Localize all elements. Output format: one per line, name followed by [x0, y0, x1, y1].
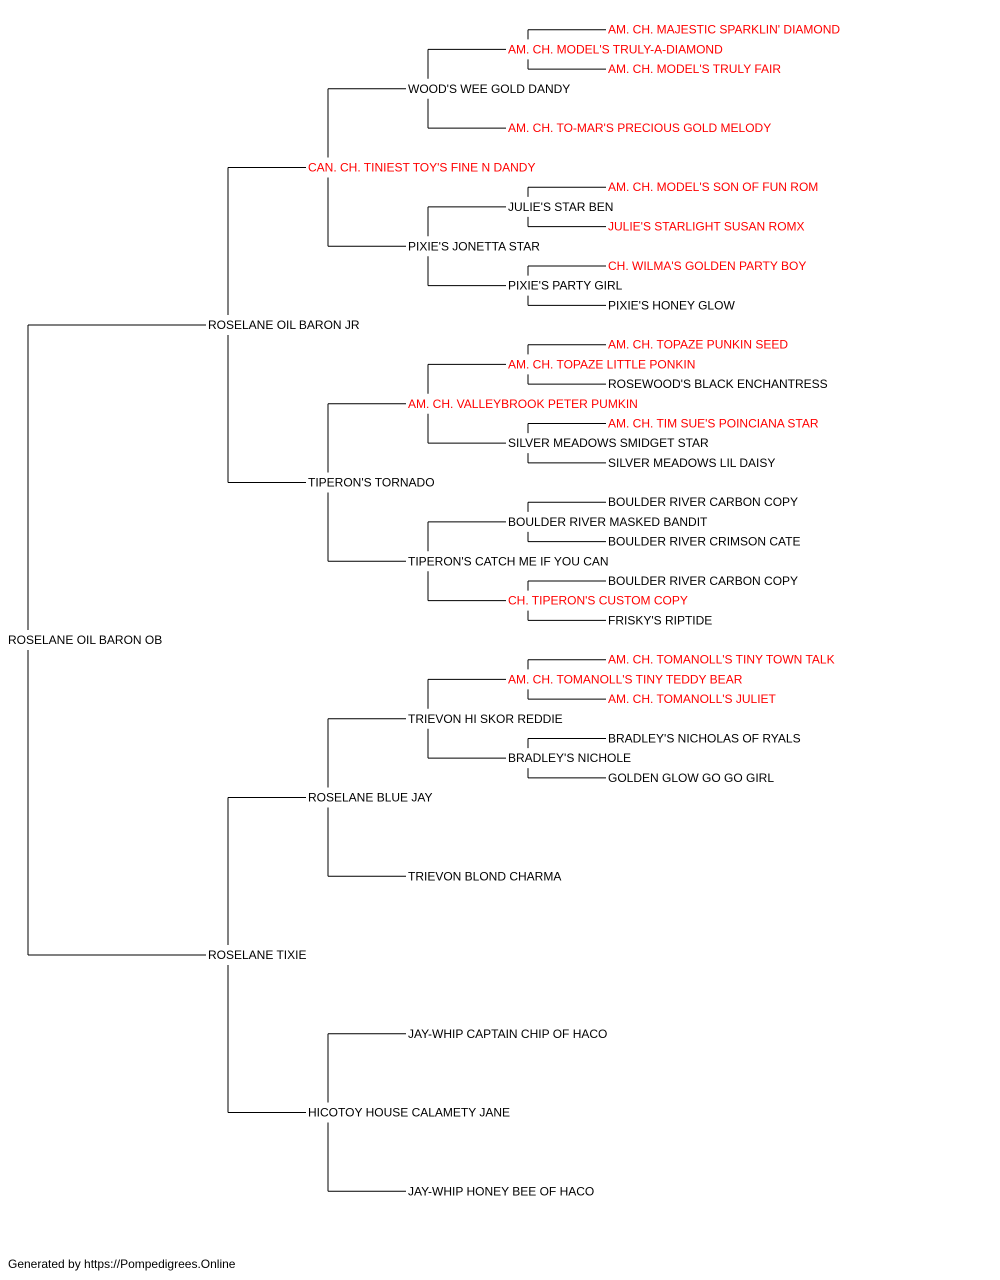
ancestor-gen-4[interactable]: BRADLEY'S NICHOLE — [508, 751, 631, 765]
champion-ancestor-gen-5[interactable]: AM. CH. MAJESTIC SPARKLIN' DIAMOND — [608, 23, 840, 37]
ancestor-gen-3[interactable]: JAY-WHIP HONEY BEE OF HACO — [408, 1184, 594, 1198]
ancestor-gen-5[interactable]: FRISKY'S RIPTIDE — [608, 613, 712, 627]
champion-ancestor-gen-5[interactable]: AM. CH. TOMANOLL'S JULIET — [608, 692, 777, 706]
ancestor-gen-5[interactable]: BOULDER RIVER CRIMSON CATE — [608, 535, 800, 549]
champion-ancestor-gen-4[interactable]: AM. CH. TO-MAR'S PRECIOUS GOLD MELODY — [508, 121, 771, 135]
ancestor-gen-2[interactable]: ROSELANE BLUE JAY — [308, 791, 433, 805]
champion-ancestor-gen-4[interactable]: AM. CH. TOPAZE LITTLE PONKIN — [508, 357, 695, 371]
champion-ancestor-gen-4[interactable]: CH. TIPERON'S CUSTOM COPY — [508, 594, 688, 608]
ancestor-gen-5[interactable]: GOLDEN GLOW GO GO GIRL — [608, 771, 774, 785]
ancestor-gen-3[interactable]: TIPERON'S CATCH ME IF YOU CAN — [408, 554, 609, 568]
ancestor-gen-4[interactable]: JULIE'S STAR BEN — [508, 200, 613, 214]
champion-ancestor-gen-2[interactable]: CAN. CH. TINIEST TOY'S FINE N DANDY — [308, 161, 535, 175]
champion-ancestor-gen-5[interactable]: AM. CH. TOPAZE PUNKIN SEED — [608, 338, 788, 352]
ancestor-gen-3[interactable]: PIXIE'S JONETTA STAR — [408, 239, 540, 253]
ancestor-gen-5[interactable]: BOULDER RIVER CARBON COPY — [608, 574, 798, 588]
ancestor-gen-1[interactable]: ROSELANE OIL BARON JR — [208, 318, 360, 332]
ancestor-gen-3[interactable]: TRIEVON BLOND CHARMA — [408, 869, 561, 883]
ancestor-gen-5[interactable]: BOULDER RIVER CARBON COPY — [608, 495, 798, 509]
ancestor-gen-4[interactable]: SILVER MEADOWS SMIDGET STAR — [508, 436, 709, 450]
ancestor-gen-3[interactable]: JAY-WHIP CAPTAIN CHIP OF HACO — [408, 1027, 607, 1041]
ancestor-gen-3[interactable]: TRIEVON HI SKOR REDDIE — [408, 712, 563, 726]
champion-ancestor-gen-5[interactable]: JULIE'S STARLIGHT SUSAN ROMX — [608, 220, 805, 234]
ancestor-gen-1[interactable]: ROSELANE TIXIE — [208, 948, 306, 962]
champion-ancestor-gen-5[interactable]: CH. WILMA'S GOLDEN PARTY BOY — [608, 259, 806, 273]
ancestor-gen-0[interactable]: ROSELANE OIL BARON OB — [8, 633, 162, 647]
champion-ancestor-gen-5[interactable]: AM. CH. TIM SUE'S POINCIANA STAR — [608, 416, 819, 430]
ancestor-gen-3[interactable]: WOOD'S WEE GOLD DANDY — [408, 82, 570, 96]
champion-ancestor-gen-4[interactable]: AM. CH. MODEL'S TRULY-A-DIAMOND — [508, 42, 723, 56]
champion-ancestor-gen-4[interactable]: AM. CH. TOMANOLL'S TINY TEDDY BEAR — [508, 672, 743, 686]
champion-ancestor-gen-5[interactable]: AM. CH. MODEL'S SON OF FUN ROM — [608, 180, 818, 194]
champion-ancestor-gen-5[interactable]: AM. CH. TOMANOLL'S TINY TOWN TALK — [608, 653, 835, 667]
ancestor-gen-5[interactable]: ROSEWOOD'S BLACK ENCHANTRESS — [608, 377, 828, 391]
ancestor-gen-4[interactable]: PIXIE'S PARTY GIRL — [508, 279, 623, 293]
champion-ancestor-gen-3[interactable]: AM. CH. VALLEYBROOK PETER PUMKIN — [408, 397, 638, 411]
champion-ancestor-gen-5[interactable]: AM. CH. MODEL'S TRULY FAIR — [608, 62, 781, 76]
footer-credit: Generated by https://Pompedigrees.Online — [8, 1257, 236, 1271]
ancestor-gen-5[interactable]: BRADLEY'S NICHOLAS OF RYALS — [608, 731, 801, 745]
ancestor-gen-2[interactable]: TIPERON'S TORNADO — [308, 476, 435, 490]
ancestor-gen-5[interactable]: PIXIE'S HONEY GLOW — [608, 298, 735, 312]
ancestor-gen-4[interactable]: BOULDER RIVER MASKED BANDIT — [508, 515, 708, 529]
ancestor-gen-2[interactable]: HICOTOY HOUSE CALAMETY JANE — [308, 1106, 510, 1120]
ancestor-gen-5[interactable]: SILVER MEADOWS LIL DAISY — [608, 456, 775, 470]
